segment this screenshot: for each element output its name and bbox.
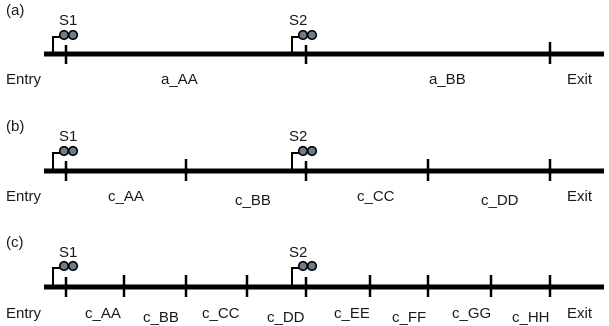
- section-label: c_FF: [392, 309, 426, 326]
- signal-label-s1: S1: [59, 12, 77, 29]
- railway-signal-icon: [52, 29, 79, 54]
- section-label: c_BB: [143, 309, 179, 326]
- exit-label: Exit: [567, 71, 593, 88]
- panel-c: (c) S1 S2 Entry Exit: [6, 234, 604, 326]
- section-label: c_HH: [512, 309, 550, 326]
- panel-label: (b): [6, 118, 24, 135]
- railway-signal-icon: [52, 260, 79, 287]
- panel-a: (a) S1 S2 Entry Exit a_AA a_BB: [6, 2, 604, 88]
- section-label: c_CC: [202, 305, 240, 322]
- panel-b: (b) S1 S2 Entry Exit c_AA c_BB: [6, 118, 604, 209]
- entry-label: Entry: [6, 188, 42, 205]
- signal-label-s2: S2: [289, 128, 307, 145]
- signal-label-s2: S2: [289, 244, 307, 261]
- exit-label: Exit: [567, 188, 593, 205]
- panel-label: (c): [6, 234, 24, 251]
- section-label: a_BB: [429, 71, 466, 88]
- section-label: c_GG: [452, 305, 491, 322]
- section-label: a_AA: [161, 71, 198, 88]
- exit-label: Exit: [567, 305, 593, 322]
- railway-signal-icon: [291, 29, 318, 54]
- section-label: c_EE: [334, 305, 370, 322]
- signal-label-s2: S2: [289, 12, 307, 29]
- entry-label: Entry: [6, 305, 42, 322]
- section-label: c_AA: [108, 188, 144, 205]
- section-label: c_DD: [267, 309, 305, 326]
- railway-signal-icon: [291, 260, 318, 287]
- section-label: c_AA: [85, 305, 121, 322]
- railway-signal-icon: [291, 145, 318, 171]
- panel-label: (a): [6, 2, 24, 19]
- signal-label-s1: S1: [59, 244, 77, 261]
- section-label: c_BB: [235, 192, 271, 209]
- signal-label-s1: S1: [59, 128, 77, 145]
- entry-label: Entry: [6, 71, 42, 88]
- section-label: c_CC: [357, 188, 395, 205]
- section-label: c_DD: [481, 192, 519, 209]
- railway-signal-icon: [52, 145, 79, 171]
